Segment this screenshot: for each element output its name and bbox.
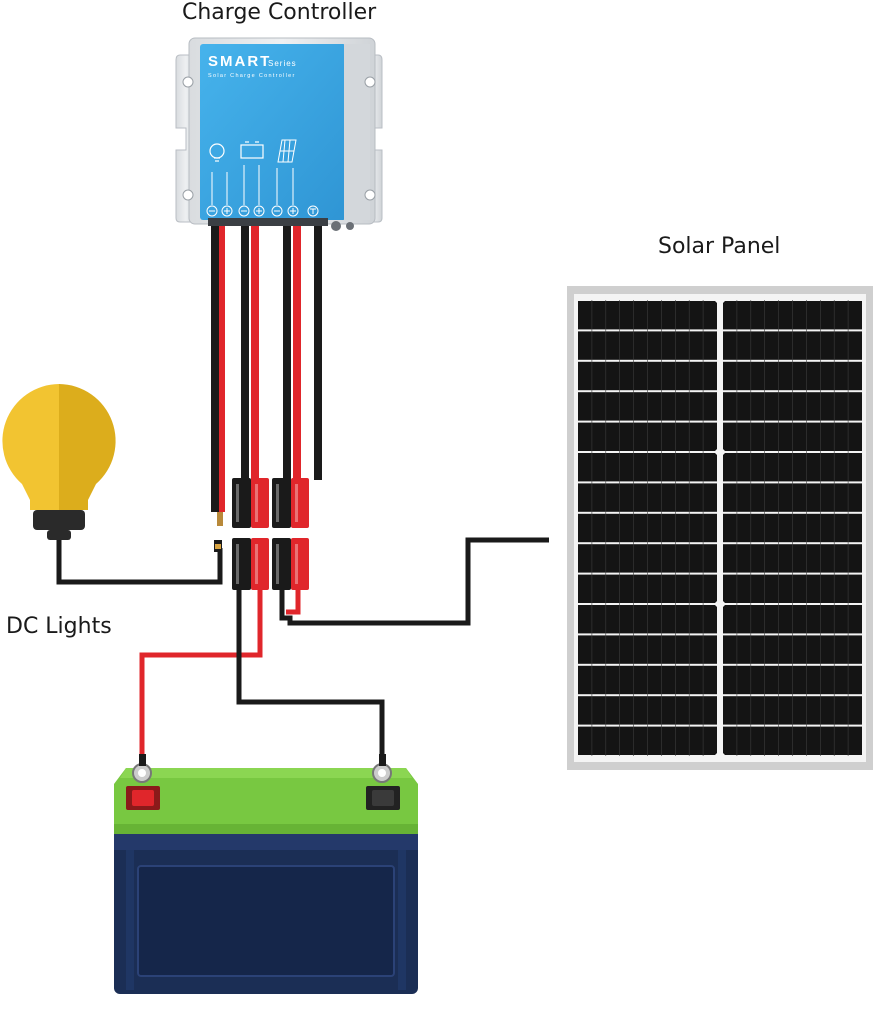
- terminal-plus-icon: [221, 205, 233, 217]
- dc-lights-label: DC Lights: [6, 614, 112, 639]
- panel-negative-wire: [279, 537, 549, 626]
- anderson-connectors: [214, 478, 309, 590]
- charge-controller-label: Charge Controller: [182, 0, 377, 25]
- light-bulb-icon: [209, 143, 225, 162]
- wires: [56, 222, 549, 758]
- terminal-ground-icon: [307, 205, 319, 217]
- controller-brand: SMART: [208, 53, 271, 70]
- panel-positive-wire: [286, 585, 301, 615]
- terminal-guides: [211, 165, 294, 205]
- terminal-minus-icon: [206, 205, 218, 217]
- controller-subtitle: Solar Charge Controller: [208, 73, 296, 79]
- dc-light-bulb: [2, 384, 116, 540]
- bulb-wire: [56, 540, 223, 585]
- battery-negative-wire: [236, 580, 385, 758]
- terminal-plus-icon: [287, 205, 299, 217]
- solar-panel-label: Solar Panel: [658, 234, 781, 259]
- controller-series: Series: [268, 59, 297, 68]
- battery: [114, 754, 418, 994]
- battery-icon: [240, 141, 264, 159]
- charge-controller: SMART Series Solar Charge Controller: [175, 37, 383, 231]
- battery-positive-wire: [139, 580, 263, 758]
- terminal-row: [206, 205, 319, 217]
- terminal-plus-icon: [253, 205, 265, 217]
- panel-cells: [578, 294, 862, 762]
- terminal-minus-icon: [238, 205, 250, 217]
- solar-panel-icon: [277, 139, 297, 163]
- controller-leads: [211, 222, 322, 526]
- solar-panel: [567, 286, 873, 770]
- terminal-minus-icon: [271, 205, 283, 217]
